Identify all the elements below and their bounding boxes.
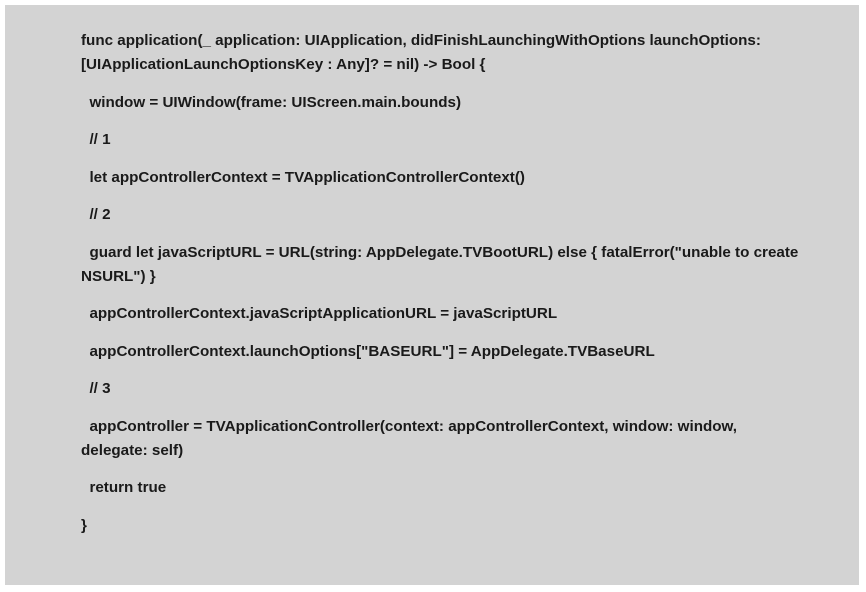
code-line-app-controller: appController = TVApplicationController(… xyxy=(81,417,742,459)
code-line-window-init: window = UIWindow(frame: UIScreen.main.b… xyxy=(81,93,462,111)
code-line-js-app-url: appControllerContext.javaScriptApplicati… xyxy=(81,305,558,322)
code-line-comment-2: // 2 xyxy=(81,206,111,223)
code-line-context-init: let appControllerContext = TVApplication… xyxy=(81,168,525,186)
code-line-comment-1: // 1 xyxy=(81,131,111,148)
code-line-func-signature: func application(_ application: UIApplic… xyxy=(81,32,766,73)
code-block: func application(_ application: UIApplic… xyxy=(81,29,801,551)
code-line-guard-url: guard let javaScriptURL = URL(string: Ap… xyxy=(81,243,803,285)
code-line-launch-options: appControllerContext.launchOptions["BASE… xyxy=(81,342,655,360)
code-line-comment-3: // 3 xyxy=(81,380,111,397)
code-panel: func application(_ application: UIApplic… xyxy=(5,5,859,585)
code-line-closing-brace: } xyxy=(81,516,87,534)
code-line-return-true: return true xyxy=(81,479,167,496)
